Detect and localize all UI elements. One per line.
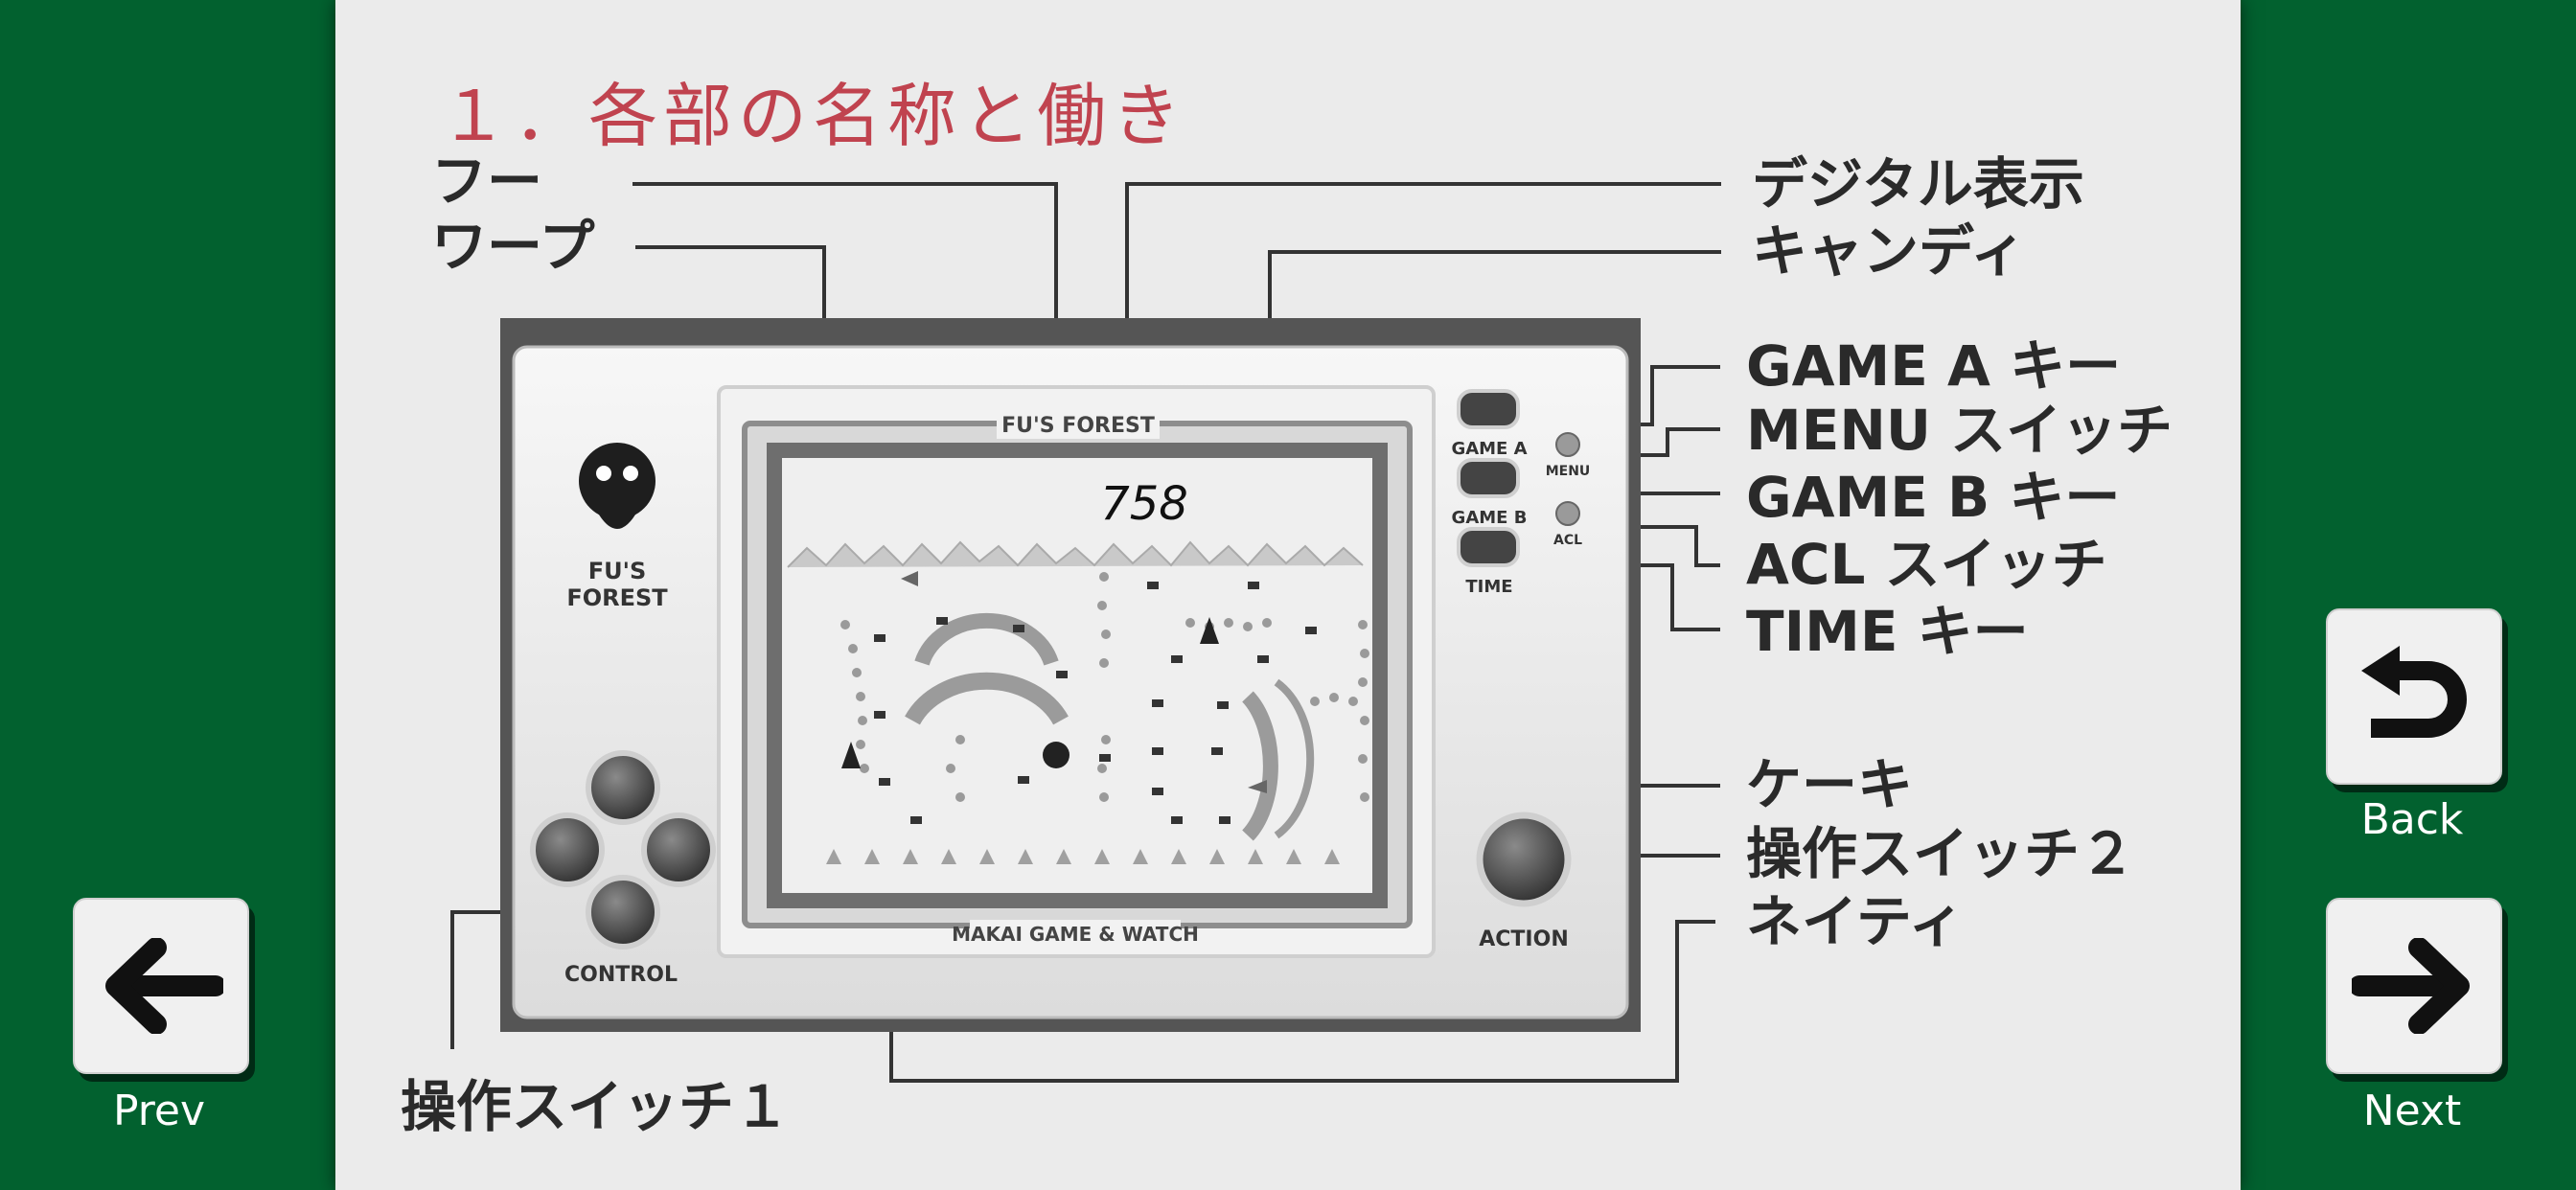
prev-label: Prev [113,1087,205,1135]
label-menu-switch: MENU スイッチ [1746,398,2174,463]
dpad-left [530,812,605,887]
menu-switch [1555,432,1580,457]
fu-sprite [1043,742,1070,768]
action-label: ACTION [1479,927,1568,951]
label-acl-switch: ACL スイッチ [1746,532,2107,597]
label-digital-display: デジタル表示 [1752,151,2084,217]
game-b-label: GAME B [1452,508,1528,528]
game-a-key [1457,389,1520,429]
manual-page: １．各部の名称と働き [335,0,2241,1190]
label-candy: キャンディ [1752,218,2026,284]
label-game-a-key: GAME A キー [1746,333,2122,399]
left-sidebar: Prev [0,0,335,1190]
control-label: CONTROL [564,963,678,987]
back-button[interactable] [2326,608,2502,785]
prev-button[interactable] [73,898,249,1074]
game-b-key [1457,458,1520,498]
next-label: Next [2362,1087,2462,1135]
back-label: Back [2360,795,2464,844]
arrow-right-icon [2352,938,2470,1034]
arrow-left-icon [105,938,223,1034]
forest-dots [840,572,1369,802]
right-sidebar: Back Next [2241,0,2576,1190]
label-game-b-key: GAME B キー [1746,465,2121,530]
action-button [1476,812,1572,907]
brand-label: MAKAI GAME & WATCH [952,923,1199,946]
page-title: １．各部の名称と働き [439,76,1187,156]
next-button[interactable] [2326,898,2502,1074]
mountains [787,540,1364,568]
grass [826,849,1340,864]
label-fu: フー [431,149,543,214]
fu-character-logo [579,443,656,529]
game-device-illustration: FU'S FOREST 758 [500,318,1641,1032]
game-name-line2: FOREST [566,584,668,611]
score-display: 758 [1100,477,1188,531]
menu-label: MENU [1546,464,1591,479]
candy-marks [874,582,1317,824]
label-neitei: ネイティ [1746,889,1965,954]
dpad-right [641,812,716,887]
label-warp: ワープ [431,214,595,279]
label-time-key: TIME キー [1746,599,2029,664]
return-arrow-icon [2361,646,2467,738]
game-a-label: GAME A [1451,439,1527,459]
game-name-line1: FU'S [588,558,647,584]
label-control-switch-2: 操作スイッチ２ [1746,821,2136,886]
time-key [1457,527,1520,567]
acl-label: ACL [1553,533,1582,548]
label-control-switch-1: 操作スイッチ１ [401,1074,791,1139]
screen-title: FU'S FOREST [1001,414,1155,438]
cake-sprite [1248,780,1267,793]
lcd-screen [782,458,1372,893]
neitei-sprite [841,742,861,768]
warp-arc [914,612,1059,666]
acl-switch [1555,501,1580,526]
dpad-up [586,750,660,825]
control-pad [530,750,716,950]
label-cake: ケーキ [1746,752,1914,817]
time-label: TIME [1465,577,1512,597]
dpad-down [586,875,660,950]
